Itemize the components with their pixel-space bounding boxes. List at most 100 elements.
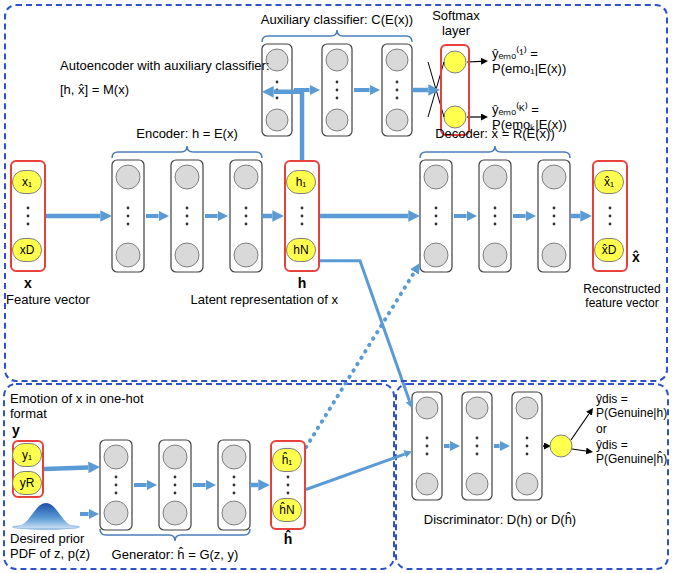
discriminator-unit — [550, 435, 572, 457]
input-vector: xFeature vectorx₁xD — [10, 160, 46, 272]
node-heading: Emotion of x in one-hot format — [10, 391, 170, 421]
discriminator-output: ŷdis = P(Genuine|ĥ) — [596, 438, 668, 466]
ellipsis-dot — [287, 492, 290, 495]
layout-arrow — [572, 449, 586, 451]
flow-arrow — [320, 261, 409, 401]
hidden-layer — [462, 392, 492, 500]
latent-unit: h₁ — [286, 170, 316, 194]
input-unit: xD — [12, 238, 42, 262]
node-heading: ĥ — [270, 532, 306, 547]
ellipsis-dot — [301, 215, 304, 218]
hidden-layer — [322, 44, 352, 136]
ellipsis-dot — [609, 223, 612, 226]
unit-label: x₁ — [13, 171, 41, 193]
hidden-layer — [230, 160, 262, 272]
node-heading: Auxiliary classifier: C(E(x)) — [240, 12, 434, 27]
unit-label: x̂D — [595, 239, 623, 261]
layout-arrow — [494, 444, 500, 448]
output-unit: x̂D — [594, 238, 624, 262]
ellipsis-dot — [609, 215, 612, 218]
encoder-layers: Encoder: h = E(x) — [112, 160, 262, 272]
ellipsis-dot — [27, 207, 30, 210]
layout-arrow — [80, 512, 89, 516]
emotion-probability: ŷₑₘₒ⁽¹⁾ = P(emo₁|E(x)) — [492, 46, 592, 76]
node-heading: Encoder: h = E(x) — [112, 126, 262, 141]
flow-arrow — [46, 214, 100, 219]
latent-unit: hN — [286, 238, 316, 262]
latent-vector: hLatent representation of xh₁hN — [284, 160, 320, 272]
flow-arrow — [412, 88, 428, 93]
ellipsis-dot — [27, 223, 30, 226]
hidden-layer — [218, 440, 250, 530]
group-brace — [420, 146, 570, 158]
discriminator-output: ŷdis = P(Genuine|h) — [596, 392, 668, 420]
ellipsis-dot — [287, 484, 290, 487]
layout-arrow — [571, 414, 589, 440]
node-heading: x — [10, 276, 46, 291]
prior-caption: Desired prior PDF of z, p(z) — [10, 531, 110, 561]
group-brace — [262, 30, 412, 42]
layout-arrow — [444, 444, 450, 448]
node-heading: Discriminator: D(h) or D(ĥ) — [412, 512, 588, 527]
generated-vector: ĥĥ₁ĥN — [270, 440, 306, 530]
layout-arrow — [193, 483, 206, 487]
flow-arrow — [274, 92, 302, 160]
input-unit: x₁ — [12, 170, 42, 194]
flow-arrow — [44, 467, 88, 469]
prior-pdf-picture — [12, 503, 80, 528]
ellipsis-dot — [27, 215, 30, 218]
node-caption: y — [12, 423, 32, 438]
node-caption: Latent representation of x — [166, 292, 338, 307]
node-caption: Reconstructed feature vector — [578, 282, 666, 310]
ellipsis-dot — [609, 207, 612, 210]
generated-unit: ĥN — [272, 498, 302, 522]
node-heading: Generator: ĥ = G(z, y) — [100, 547, 250, 562]
flow-arrow — [320, 214, 408, 219]
unit-label: xD — [13, 239, 41, 261]
group-brace — [112, 146, 262, 158]
emotion-unit: yR — [12, 471, 42, 495]
layout-arrow — [513, 214, 526, 218]
emotion-probability: ŷₑₘₒ⁽ᴷ⁾ = P(emoₖ|E(x)) — [492, 102, 592, 132]
hidden-layer — [412, 392, 442, 500]
generated-unit: ĥ₁ — [272, 448, 302, 472]
output-unit: x̂₁ — [594, 170, 624, 194]
discriminator-region — [396, 384, 668, 569]
node-heading: Autoencoder with auxiliary classifier: — [60, 58, 280, 73]
unit-label: ĥ₁ — [273, 449, 301, 471]
hidden-layer — [420, 160, 452, 272]
flow-arrow — [306, 454, 405, 489]
unit-label: y₁ — [13, 444, 41, 466]
softmax-layer: Softmax layer — [440, 44, 470, 136]
unit-label: h₁ — [287, 171, 315, 193]
emotion-unit: y₁ — [12, 443, 42, 467]
layout-arrow — [354, 88, 370, 92]
ellipsis-dot — [301, 207, 304, 210]
ellipsis-dot — [287, 476, 290, 479]
classifier-layers: Auxiliary classifier: C(E(x)) — [262, 44, 412, 136]
node-caption: [h, x̂] = M(x) — [60, 82, 260, 97]
unit-label: x̂₁ — [595, 171, 623, 193]
unit-label: ĥN — [273, 499, 301, 521]
softmax-unit — [444, 106, 466, 128]
hidden-layer — [512, 392, 542, 500]
node-heading: h — [284, 276, 320, 291]
unit-label: hN — [287, 239, 315, 261]
reconstructed-vector: x̂Reconstructed feature vectorx̂₁x̂D — [592, 160, 628, 272]
layout-arrow — [205, 214, 218, 218]
layout-arrow — [543, 445, 544, 447]
discriminator-output: or — [596, 422, 668, 436]
layout-arrow — [454, 214, 467, 218]
generator-region — [4, 384, 394, 569]
softmax-unit — [444, 51, 466, 73]
unit-label: yR — [13, 472, 41, 494]
hidden-layer — [112, 160, 144, 272]
generator-layers: Generator: ĥ = G(z, y) — [100, 440, 250, 530]
hidden-layer — [159, 440, 191, 530]
ellipsis-dot — [301, 223, 304, 226]
node-heading: x̂ — [632, 250, 652, 265]
autoencoder-region: Autoencoder with auxiliary classifier: [h… — [4, 4, 668, 382]
flow-arrow — [262, 214, 272, 219]
emotion-vector: Emotion of x in one-hot formatyy₁yR — [12, 440, 44, 498]
